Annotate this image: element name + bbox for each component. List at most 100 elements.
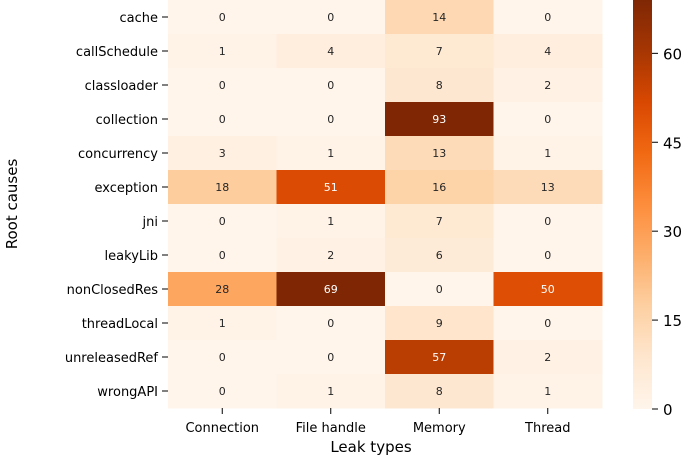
cell-value-label: 0: [544, 11, 551, 24]
x-tick-label: Memory: [413, 421, 466, 436]
cell-value-label: 0: [544, 215, 551, 228]
heatmap-cell: [493, 102, 603, 137]
cell-value-label: 28: [215, 283, 229, 296]
heatmap-cell: [276, 374, 386, 409]
heatmap-cell: [385, 238, 494, 273]
heatmap-cell: [276, 306, 386, 341]
cell-value-label: 1: [327, 385, 334, 398]
heatmap-cell: [276, 34, 386, 69]
x-axis-label: Leak types: [330, 438, 411, 456]
y-tick-label: leakyLib: [105, 249, 158, 264]
y-tick-label: concurrency: [78, 147, 158, 162]
cell-value-label: 13: [432, 147, 446, 160]
cell-value-label: 7: [436, 45, 443, 58]
heatmap-cell: [493, 170, 603, 205]
cell-value-label: 13: [541, 181, 555, 194]
cell-value-label: 3: [219, 147, 226, 160]
y-tick-label: unreleasedRef: [65, 351, 159, 366]
y-axis-label: Root causes: [3, 159, 21, 250]
heatmap-cell: [168, 272, 277, 307]
heatmap-cell: [276, 340, 386, 375]
cell-value-label: 7: [436, 215, 443, 228]
colorbar-tick-label: 45: [663, 134, 682, 152]
cell-value-label: 50: [541, 283, 555, 296]
heatmap-cell: [385, 136, 494, 171]
heatmap-cell: [493, 204, 603, 239]
row-labels: cache callSchedule classloader collection co…: [65, 11, 168, 400]
cell-value-label: 8: [436, 385, 443, 398]
heatmap-cell: [276, 272, 386, 307]
y-tick-label: collection: [96, 113, 158, 128]
heatmap-cell: [385, 272, 494, 307]
cell-value-label: 0: [544, 317, 551, 330]
heatmap-cell: [385, 170, 494, 205]
heatmap-cell: [493, 0, 603, 35]
heatmap-cell: [493, 374, 603, 409]
heatmap-cell: [276, 68, 386, 103]
heatmap-cell: [493, 340, 603, 375]
cell-value-label: 0: [327, 317, 334, 330]
x-tick-label: Connection: [185, 421, 259, 436]
cell-value-label: 18: [215, 181, 229, 194]
heatmap-cell: [493, 68, 603, 103]
heatmap-cell: [276, 136, 386, 171]
heatmap-cell: [493, 34, 603, 69]
heatmap-cell: [493, 136, 603, 171]
heatmap-cell: [493, 238, 603, 273]
cell-value-label: 4: [544, 45, 551, 58]
y-tick-label: callSchedule: [76, 45, 158, 60]
heatmap-cell: [276, 0, 386, 35]
cell-value-label: 0: [327, 351, 334, 364]
cell-value-label: 1: [327, 147, 334, 160]
heatmap-cell: [168, 34, 277, 69]
cell-value-label: 2: [327, 249, 334, 262]
cell-value-label: 1: [219, 45, 226, 58]
heatmap-cell: [276, 102, 386, 137]
colorbar-tick-label: 30: [663, 223, 682, 241]
cell-value-label: 0: [219, 79, 226, 92]
cell-value-label: 57: [432, 351, 446, 364]
cell-value-label: 0: [327, 113, 334, 126]
heatmap-cell: [168, 68, 277, 103]
cell-value-label: 1: [544, 385, 551, 398]
heatmap-cell: [168, 374, 277, 409]
heatmap-cell: [276, 204, 386, 239]
heatmap-cell: [168, 170, 277, 205]
heatmap-cell: [168, 136, 277, 171]
heatmap-cell: [385, 306, 494, 341]
cell-value-label: 0: [219, 11, 226, 24]
heatmap-cell: [385, 0, 494, 35]
heatmap-cell: [493, 306, 603, 341]
cell-value-label: 1: [219, 317, 226, 330]
cell-value-label: 0: [219, 249, 226, 262]
heatmap-cell: [385, 204, 494, 239]
cell-value-label: 14: [432, 11, 446, 24]
cell-value-label: 6: [436, 249, 443, 262]
heatmap-cell: [276, 170, 386, 205]
cell-value-label: 0: [544, 113, 551, 126]
heatmap-cell: [276, 238, 386, 273]
cell-value-label: 9: [436, 317, 443, 330]
y-tick-label: threadLocal: [82, 317, 158, 332]
cell-value-label: 1: [327, 215, 334, 228]
y-tick-label: cache: [120, 11, 159, 26]
y-tick-label: nonClosedRes: [67, 283, 159, 298]
y-tick-label: wrongAPI: [97, 385, 158, 400]
cell-value-label: 1: [544, 147, 551, 160]
cell-value-label: 0: [327, 11, 334, 24]
heatmap-cell: [168, 0, 277, 35]
cell-value-label: 0: [219, 385, 226, 398]
cell-value-label: 0: [544, 249, 551, 262]
y-tick-label: exception: [94, 181, 158, 196]
colorbar-gradient: [633, 0, 652, 409]
y-tick-label: classloader: [85, 79, 159, 94]
heatmap-cell: [168, 238, 277, 273]
colorbar-tick-label: 0: [663, 401, 673, 419]
x-tick-label: File handle: [296, 421, 366, 436]
heatmap-cell: [493, 272, 603, 307]
